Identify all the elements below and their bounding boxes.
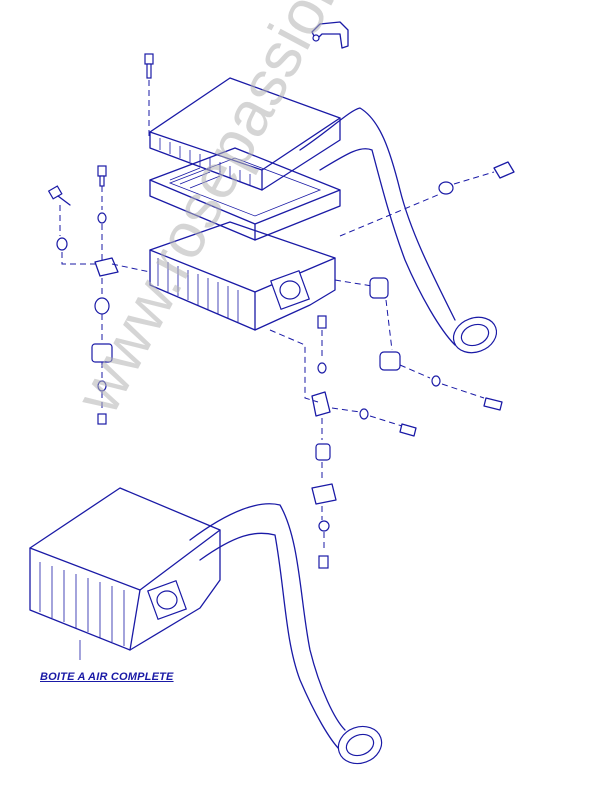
complete-airbox-assembly <box>29 487 383 765</box>
lid-bolt <box>144 53 154 138</box>
hose-clamp <box>339 161 515 237</box>
right-mount-parts <box>334 277 503 411</box>
mounting-bracket-top <box>311 21 349 49</box>
complete-airbox-label: BOITE A AIR COMPLETE <box>40 671 174 683</box>
left-bolt <box>47 185 151 273</box>
airbox-lower-housing <box>149 221 336 331</box>
intake-duct-upper <box>299 107 498 354</box>
left-fastener-stack <box>91 165 119 425</box>
air-filter-element <box>149 147 341 241</box>
center-bracket-stack <box>269 315 417 569</box>
